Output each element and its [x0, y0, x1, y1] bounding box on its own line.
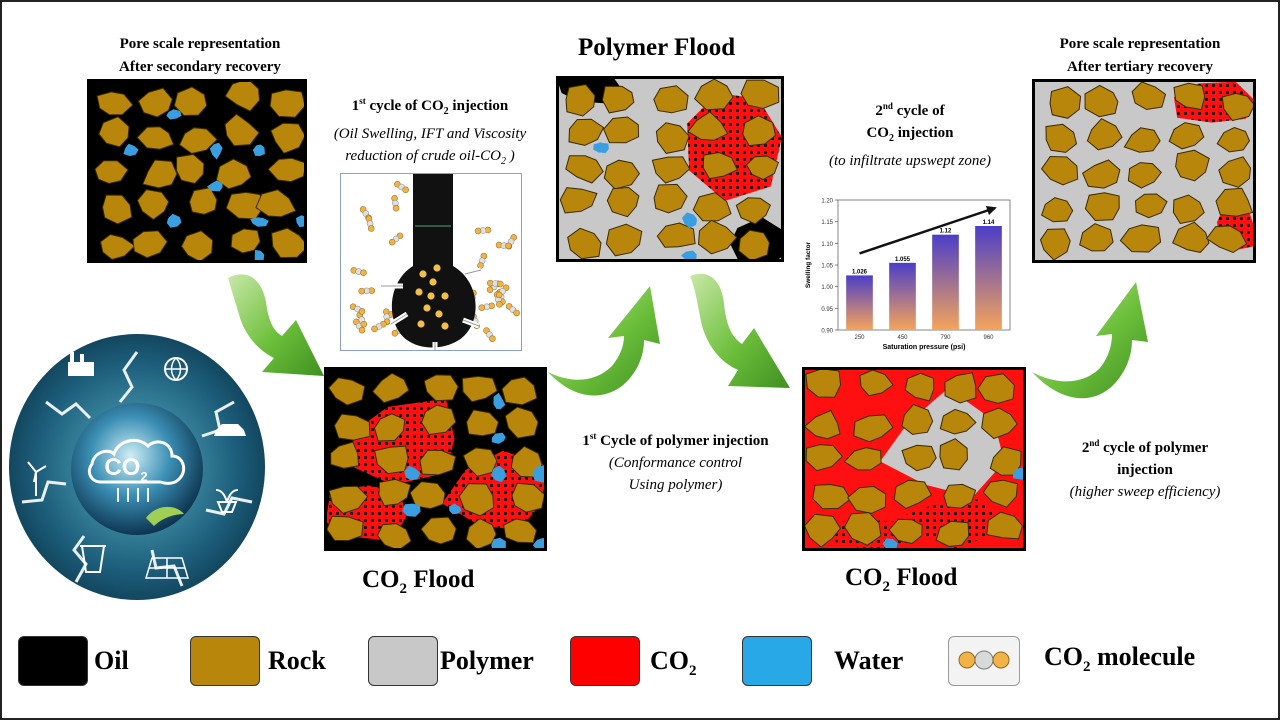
- legend-swatch-oil: [18, 636, 88, 686]
- legend-polymer: Polymer: [368, 636, 558, 690]
- legend-label-rock: Rock: [268, 646, 326, 676]
- legend-swatch-rock: [190, 636, 260, 686]
- legend-swatch-co2: [570, 636, 640, 686]
- legend-oil: Oil: [18, 636, 168, 690]
- arrow-co2-to-tertiary: [1032, 282, 1148, 398]
- arrow-co2-to-polymer: [548, 286, 660, 395]
- legend-label-oil: Oil: [94, 646, 129, 676]
- legend-label-water: Water: [834, 646, 903, 676]
- co2-sustainability-graphic: CO2: [6, 332, 268, 602]
- co2-molecule-icon: [949, 637, 1019, 683]
- legend-label-polymer: Polymer: [440, 646, 534, 676]
- legend-water: Water: [742, 636, 922, 690]
- legend-co2-molecule: CO2 molecule: [948, 636, 1248, 690]
- legend-label-co2: CO2: [650, 646, 697, 680]
- arrow-polymer-to-co2: [690, 274, 790, 388]
- legend-swatch-co2-molecule: [948, 636, 1020, 686]
- legend-rock: Rock: [190, 636, 350, 690]
- legend-label-co2-molecule: CO2 molecule: [1044, 642, 1195, 676]
- legend-co2: CO2: [570, 636, 720, 690]
- legend-swatch-polymer: [368, 636, 438, 686]
- legend-swatch-water: [742, 636, 812, 686]
